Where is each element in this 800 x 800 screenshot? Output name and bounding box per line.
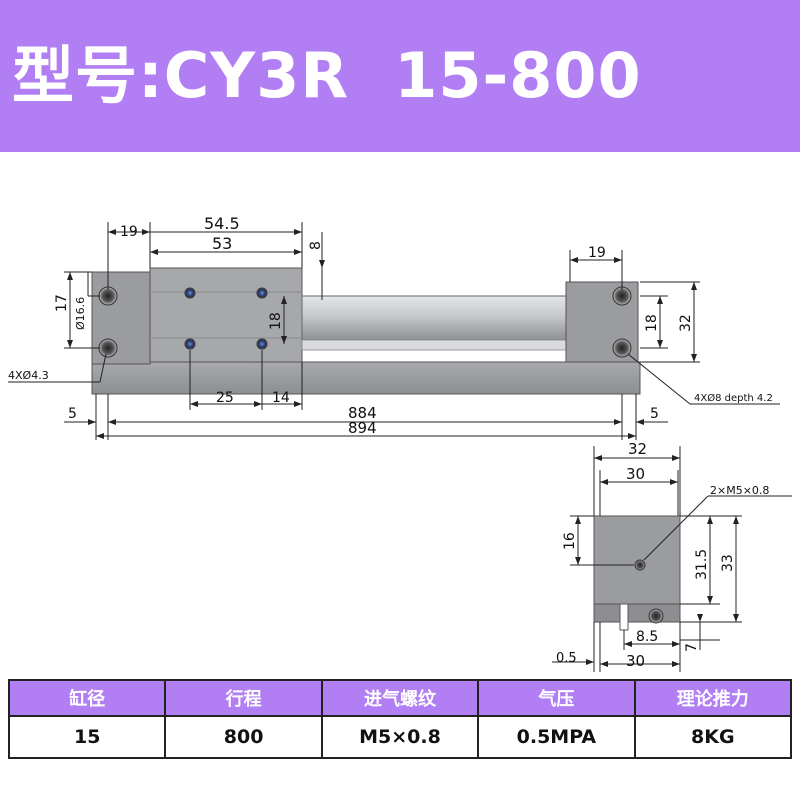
carriage-hole-icon: [256, 338, 268, 350]
side-slot: [619, 603, 629, 631]
title-banner: 型号:CY3R 15-800: [0, 0, 800, 152]
technical-drawing: 19 54.5 53 8 19 17 Ø16.6 18 18 32 25 14 …: [8, 214, 792, 672]
header-bore: 缸径: [7, 679, 167, 717]
value-bore: 15: [7, 715, 167, 759]
side-dim-32: 32: [628, 440, 647, 458]
dim-16-6: Ø16.6: [74, 297, 87, 330]
front-view: 19 54.5 53 8 19 17 Ø16.6 18 18 32 25 14 …: [8, 214, 780, 440]
port-hole-icon: [634, 559, 646, 571]
spec-header-row: 缸径 行程 进气螺纹 气压 理论推力: [7, 679, 793, 717]
header-stroke: 行程: [164, 679, 323, 717]
cylinder-tube: [301, 295, 577, 341]
side-dim-0-5: 0.5: [556, 651, 577, 666]
carriage-hole-icon: [184, 338, 196, 350]
mount-holes-note: 4XØ4.3: [8, 369, 49, 382]
side-dim-16: 16: [562, 532, 578, 550]
base-rail: [91, 361, 641, 395]
dim-19-left: 19: [120, 224, 138, 240]
value-port-thread: M5×0.8: [320, 715, 480, 759]
side-dim-31-5: 31.5: [694, 549, 710, 580]
spec-table: 缸径 行程 进气螺纹 气压 理论推力 15 800 M5×0.8 0.5MPA …: [7, 679, 793, 759]
side-dim-8-5: 8.5: [636, 629, 658, 645]
port-note: 2×M5×0.8: [710, 484, 769, 497]
dim-17: 17: [54, 294, 70, 312]
header-port-thread: 进气螺纹: [320, 679, 480, 717]
dim-18-end: 18: [644, 314, 660, 332]
dim-5-left: 5: [68, 406, 77, 422]
side-dim-7: 7: [684, 643, 700, 652]
value-stroke: 800: [164, 715, 323, 759]
value-thrust: 8KG: [633, 715, 793, 759]
side-dim-30-top: 30: [626, 465, 645, 483]
header-pressure: 气压: [477, 679, 636, 717]
model-title: 型号:CY3R 15-800: [12, 39, 642, 112]
carriage-hole-icon: [184, 287, 196, 299]
dim-14: 14: [272, 390, 290, 406]
side-view: 32 30 16 31.5 33 7 8.5 0.5 30 2×M5×0.8: [552, 440, 792, 672]
dim-53: 53: [212, 234, 232, 253]
side-dim-33: 33: [720, 554, 736, 572]
dim-25: 25: [216, 390, 234, 406]
spec-value-row: 15 800 M5×0.8 0.5MPA 8KG: [7, 715, 793, 759]
mount-hole-icon: [98, 338, 118, 358]
side-dim-30-bottom: 30: [626, 652, 645, 670]
carriage-hole-icon: [256, 287, 268, 299]
slider-carriage: [149, 267, 303, 363]
side-mount-hole-icon: [648, 608, 664, 624]
end-hole-icon: [612, 338, 632, 358]
dim-884: 884: [348, 404, 377, 422]
dim-5-right: 5: [650, 406, 659, 422]
header-thrust: 理论推力: [633, 679, 793, 717]
dim-54-5: 54.5: [204, 214, 240, 233]
dim-8: 8: [308, 241, 324, 250]
dim-19-right: 19: [588, 245, 606, 261]
dim-32-end: 32: [678, 314, 694, 332]
dim-894: 894: [348, 419, 377, 437]
dim-18-carriage: 18: [268, 312, 284, 330]
end-holes-note: 4XØ8 depth 4.2: [694, 392, 773, 404]
value-pressure: 0.5MPA: [477, 715, 636, 759]
